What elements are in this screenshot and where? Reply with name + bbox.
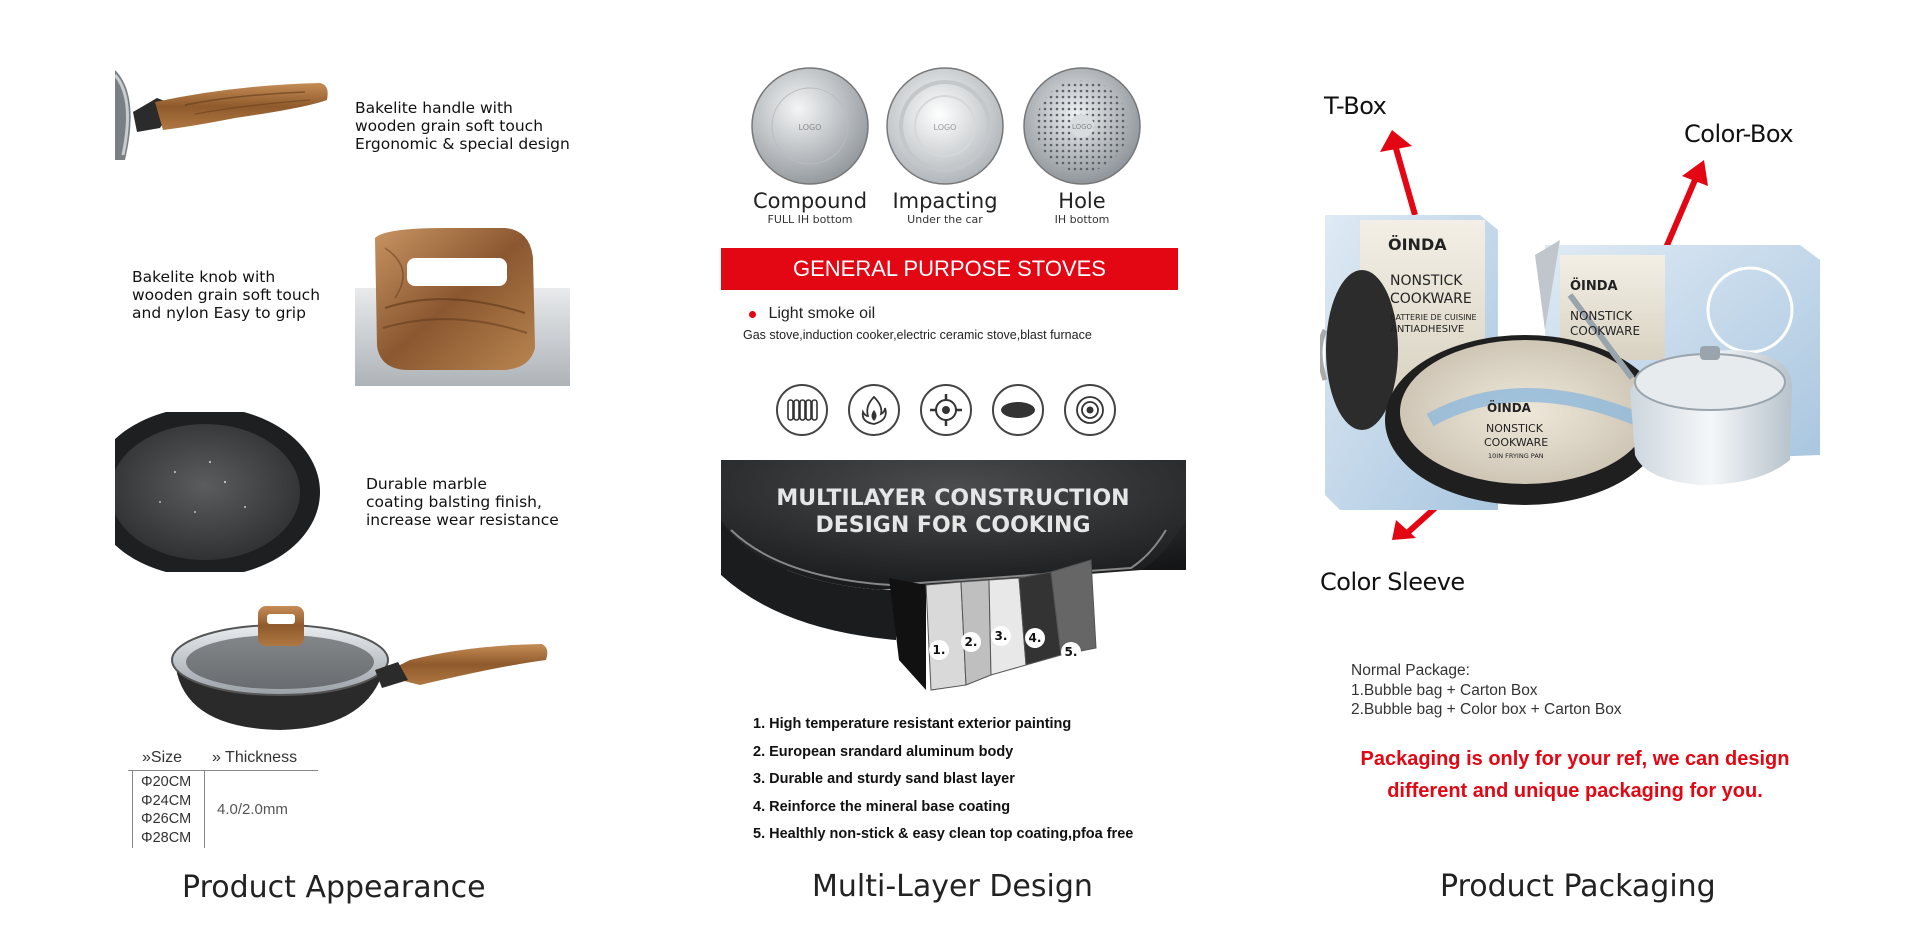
colorbox-label: Color-Box — [1684, 120, 1794, 148]
tbox-label: T-Box — [1324, 92, 1387, 120]
plate-name: Compound — [752, 189, 868, 213]
colorbox-line1: NONSTICK — [1570, 309, 1633, 323]
size-value: Φ28CM — [141, 829, 192, 846]
packaging-note-line: Packaging is only for your ref, we can d… — [1360, 748, 1790, 770]
layer-number: 4. — [1029, 631, 1042, 645]
layer-item: 2. European srandard aluminum body — [753, 743, 1014, 760]
color-sleeve-label: Color Sleeve — [1320, 568, 1465, 596]
size-list: Φ20CM Φ24CM Φ26CM Φ28CM — [141, 773, 191, 847]
induction-coil-icon — [776, 384, 828, 436]
ceramic-plate-icon — [992, 384, 1044, 436]
normal-package-item: 2.Bubble bag + Color box + Carton Box — [1351, 701, 1622, 718]
table-column-divider — [204, 770, 205, 848]
layer-item: 1. High temperature resistant exterior p… — [753, 716, 1072, 732]
feature-knob-text: Bakelite knob with wooden grain soft tou… — [132, 268, 320, 322]
layer-number: 2. — [965, 635, 978, 649]
light-smoke-row: Light smoke oil — [749, 305, 875, 323]
construction-title-line1: MULTILAYER CONSTRUCTION — [776, 486, 1129, 511]
plate-sub: Under the car — [907, 213, 983, 226]
size-thickness-table: »Size » Thickness Φ20CM Φ24CM Φ26CM Φ28C… — [128, 748, 318, 848]
stove-icons-row — [776, 384, 1116, 436]
plate-hole: LOGO Hole IH bottom — [1012, 64, 1152, 226]
multilayer-construction-image: MULTILAYER CONSTRUCTION DESIGN FOR COOKI… — [721, 460, 1186, 691]
hole-plate-image: LOGO — [1023, 67, 1141, 185]
plate-sub: FULL IH bottom — [767, 213, 853, 226]
caption-product-appearance: Product Appearance — [182, 870, 486, 905]
marble-pan-photo — [115, 412, 330, 572]
normal-package-info: Normal Package: 1.Bubble bag + Carton Bo… — [1351, 661, 1622, 720]
packaging-photo: ÖINDA NONSTICK COOKWARE BATTERIE DE CUIS… — [1320, 130, 1820, 540]
tbox-spanish: ANTIADHESIVE — [1390, 324, 1464, 335]
plate-logo: LOGO — [799, 123, 822, 132]
pan-with-lid-photo — [171, 606, 548, 730]
plate-name: Hole — [1058, 189, 1106, 213]
stove-types-text: Gas stove,induction cooker,electric cera… — [743, 328, 1092, 342]
plate-sub: IH bottom — [1054, 213, 1110, 226]
caption-product-packaging: Product Packaging — [1440, 869, 1716, 904]
electric-hob-icon — [1064, 384, 1116, 436]
colorbox-line2: COOKWARE — [1570, 324, 1640, 338]
layer-number: 1. — [933, 643, 946, 657]
normal-package-item: 1.Bubble bag + Carton Box — [1351, 681, 1538, 699]
table-header-row: »Size » Thickness — [128, 748, 318, 771]
sleeve-line3: 10IN FRYING PAN — [1488, 452, 1544, 460]
impacting-plate-image: LOGO — [886, 67, 1004, 185]
feature-line: wooden grain soft touch — [132, 286, 321, 304]
layer-item: 4. Reinforce the mineral base coating — [753, 798, 1011, 815]
feature-line: Durable marble — [366, 475, 487, 493]
feature-line: coating balsting finish, — [366, 493, 542, 511]
layer-item: 5. Healthly non-stick & easy clean top c… — [753, 826, 1134, 842]
feature-handle-text: Bakelite handle with wooden grain soft t… — [355, 99, 570, 153]
sleeve-line2: COOKWARE — [1484, 436, 1548, 449]
thickness-value: 4.0/2.0mm — [217, 801, 288, 818]
knob-photo — [355, 228, 570, 386]
thickness-header: » Thickness — [212, 749, 298, 766]
plate-compound: LOGO Compound FULL IH bottom — [740, 64, 880, 226]
product-appearance-section: Bakelite handle with wooden grain soft t… — [0, 0, 640, 947]
feature-line: increase wear resistance — [366, 511, 559, 529]
feature-line: and nylon Easy to grip — [132, 304, 306, 322]
multilayer-section: LOGO Compound FULL IH bottom LOGO Impact… — [640, 0, 1280, 947]
caption-multilayer-design: Multi-Layer Design — [812, 869, 1093, 904]
packaging-note-line: different and unique packaging for you. — [1387, 780, 1763, 802]
layer-number: 3. — [995, 629, 1008, 643]
compound-plate-image: LOGO — [751, 67, 869, 185]
size-value: Φ20CM — [141, 774, 192, 790]
packaging-note: Packaging is only for your ref, we can d… — [1325, 743, 1825, 807]
tbox-line2: COOKWARE — [1390, 291, 1472, 307]
feature-coating-text: Durable marble coating balsting finish, … — [366, 475, 559, 529]
table-left-border — [132, 770, 133, 848]
layer-number: 5. — [1065, 645, 1078, 659]
feature-line: wooden grain soft touch — [355, 117, 544, 135]
size-value: Φ26CM — [141, 811, 192, 827]
plate-impacting: LOGO Impacting Under the car — [875, 64, 1015, 226]
gas-burner-icon — [920, 384, 972, 436]
construction-title-line2: DESIGN FOR COOKING — [815, 513, 1090, 538]
sleeve-brand: ÖINDA — [1487, 400, 1532, 415]
plate-logo: LOGO — [934, 123, 957, 132]
product-packaging-section: T-Box Color-Box — [1280, 0, 1920, 947]
layer-strips — [889, 559, 1097, 691]
layer-item: 3. Durable and sturdy sand blast layer — [753, 771, 1015, 787]
feature-line: Bakelite knob with — [132, 268, 276, 286]
handle-photo — [115, 70, 328, 160]
size-header: »Size — [142, 749, 183, 766]
normal-package-title: Normal Package: — [1351, 662, 1470, 679]
tbox-line1: NONSTICK — [1390, 273, 1463, 289]
plate-name: Impacting — [892, 189, 998, 213]
plate-logo: LOGO — [1072, 123, 1093, 131]
layer-description-list: 1. High temperature resistant exterior p… — [753, 716, 1133, 854]
light-smoke-text: Light smoke oil — [768, 305, 876, 322]
sleeve-line1: NONSTICK — [1486, 422, 1544, 435]
general-purpose-stoves-banner: GENERAL PURPOSE STOVES — [721, 248, 1178, 290]
colorbox-brand: ÖINDA — [1570, 278, 1618, 294]
size-value: Φ24CM — [141, 792, 192, 809]
gas-flame-icon — [848, 384, 900, 436]
tbox-brand: ÖINDA — [1388, 235, 1447, 254]
tbox-french: BATTERIE DE CUISINE — [1390, 313, 1477, 322]
feature-line: Ergonomic & special design — [355, 135, 570, 153]
feature-line: Bakelite handle with — [355, 99, 513, 117]
bullet-dot — [749, 310, 756, 318]
